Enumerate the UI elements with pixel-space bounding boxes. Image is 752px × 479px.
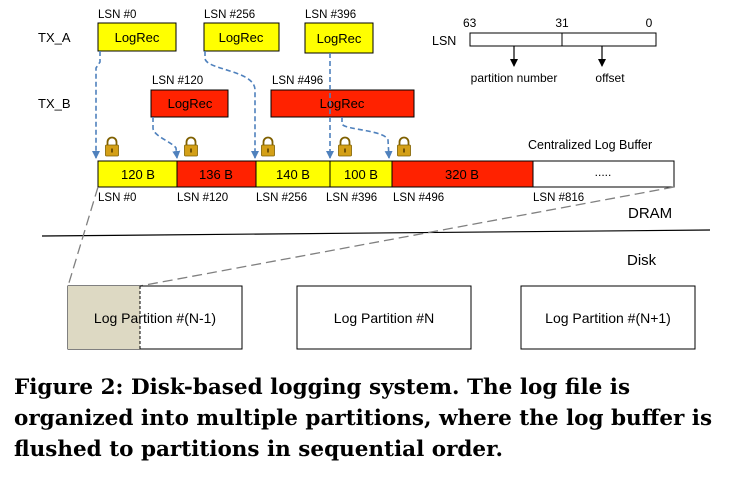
lsn-bit-31: 31 — [555, 16, 569, 30]
tx-a-label: TX_A — [38, 30, 71, 45]
lsn-bit-field — [469, 32, 657, 47]
tx-a-logrec-2: LSN #256 LogRec — [203, 9, 280, 52]
tx-b-label: TX_B — [38, 96, 71, 111]
copy-arrows — [92, 51, 393, 159]
buffer-segment-size: 100 B — [344, 167, 378, 182]
tx-a-logrec-1-lsn: LSN #0 — [98, 9, 136, 21]
buffer-segment: 100 B — [329, 160, 393, 188]
tx-a-logrec-3-lsn: LSN #396 — [305, 9, 356, 21]
tx-b-logrec-2: LSN #496 LogRec — [270, 75, 415, 118]
tx-a-logrec-3-text: LogRec — [317, 31, 362, 46]
buffer-segment: 136 B — [176, 160, 257, 188]
lock-icon — [397, 136, 411, 157]
buffer-lsn-label: LSN #496 — [393, 192, 444, 204]
buffer-lsn-label: LSN #0 — [98, 192, 136, 204]
tx-b-logrec-1-text: LogRec — [168, 96, 213, 111]
disk-label: Disk — [627, 252, 657, 269]
log-partition-label: Log Partition #N — [334, 310, 434, 326]
partition-number-label: partition number — [471, 71, 558, 85]
flushed-region — [68, 286, 140, 349]
logging-diagram: TX_A TX_B LSN #0 LogRec LSN #256 LogRec … — [38, 9, 711, 350]
offset-label: offset — [595, 71, 625, 85]
buffer-segment-size: 136 B — [199, 167, 233, 182]
tx-a-logrec-2-text: LogRec — [219, 30, 264, 45]
buffer-lsn-label: LSN #816 — [533, 192, 584, 204]
tx-b-logrec-1: LSN #120 LogRec — [150, 75, 229, 118]
lsn-bit-0: 0 — [646, 16, 653, 30]
log-partition: Log Partition #N — [296, 285, 472, 350]
buffer-segment-size: 320 B — [445, 167, 479, 182]
tx-a-logrec-2-lsn: LSN #256 — [204, 9, 255, 21]
lsn-format-label: LSN — [432, 34, 456, 48]
buffer-segment: 120 B — [97, 160, 178, 188]
log-partition: Log Partition #(N-1) — [67, 285, 243, 350]
buffer-segment-size: 120 B — [121, 167, 155, 182]
figure-caption: Figure 2: Disk-based logging system. The… — [14, 375, 713, 462]
buffer-lsn-label: LSN #256 — [256, 192, 307, 204]
buffer-segment: 320 B — [391, 160, 534, 188]
tx-b-logrec-2-lsn: LSN #496 — [272, 75, 323, 87]
log-partition-label: Log Partition #(N+1) — [545, 310, 671, 326]
lsn-format: LSN 63 31 0 partition number offset — [432, 16, 657, 85]
buffer-free-dots: ..... — [595, 165, 612, 179]
log-partition: Log Partition #(N+1) — [520, 285, 696, 350]
dram-label: DRAM — [628, 205, 672, 222]
buffer-segment: 140 B — [255, 160, 331, 188]
buffer-lsn-label: LSN #120 — [177, 192, 228, 204]
lock-icon — [105, 136, 119, 157]
dram-disk-divider — [41, 229, 711, 237]
buffer-segment-size: 140 B — [276, 167, 310, 182]
buffer-lsn-label: LSN #396 — [326, 192, 377, 204]
log-buffer-title: Centralized Log Buffer — [528, 138, 652, 152]
log-partition-label: Log Partition #(N-1) — [94, 310, 216, 326]
tx-b-logrec-1-lsn: LSN #120 — [152, 75, 203, 87]
tx-a-logrec-3: LSN #396 LogRec — [304, 9, 374, 54]
tx-a-logrec-1-text: LogRec — [115, 30, 160, 45]
flush-projection — [67, 186, 675, 287]
lock-icon — [184, 136, 198, 157]
tx-b-logrec-2-text: LogRec — [320, 96, 365, 111]
lock-icon — [261, 136, 275, 157]
lsn-bit-63: 63 — [463, 16, 477, 30]
lock-icon — [338, 136, 352, 157]
buffer-free-space: ..... — [532, 160, 675, 188]
tx-a-logrec-1: LSN #0 LogRec — [97, 9, 177, 52]
